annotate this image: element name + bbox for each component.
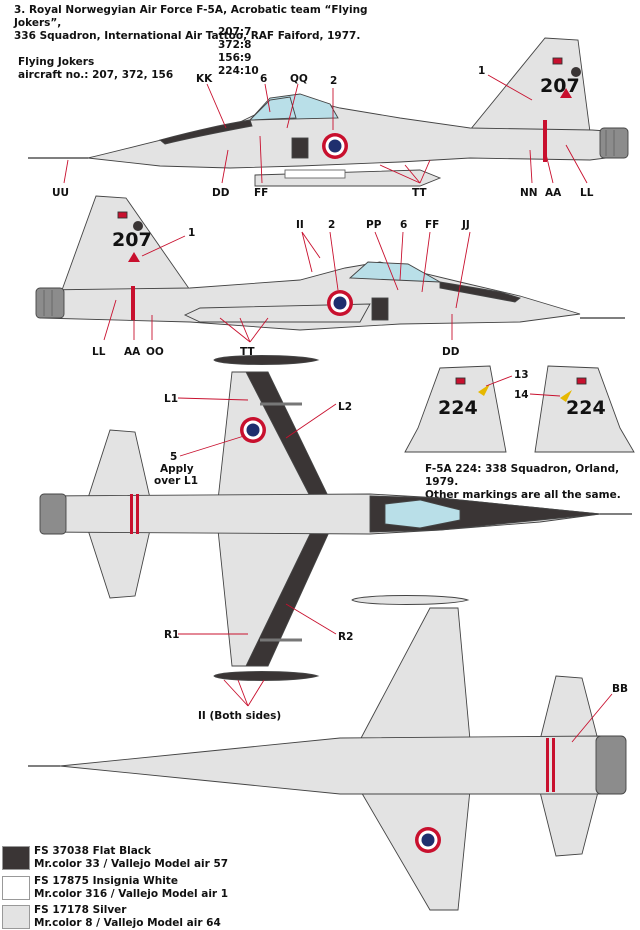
- callout-13: 13: [514, 369, 529, 381]
- bottom-view-callout-lines: [571, 693, 613, 743]
- swatch-silver: [2, 905, 30, 929]
- callout-aa: AA: [545, 187, 562, 199]
- callout-2: 2: [330, 75, 337, 87]
- callout-ff: FF: [254, 187, 268, 199]
- code-list-item: 372:8: [218, 39, 252, 51]
- callout-ii-both-sides: II (Both sides): [198, 710, 281, 722]
- code-list-item: 156:9: [218, 52, 252, 64]
- inset-caption: F-5A 224: 338 Squadron, Orland, 1979. Ot…: [425, 463, 635, 502]
- legend-mr: Mr.color 316 / Vallejo Model air 1: [34, 888, 229, 900]
- top-view: [39, 355, 632, 681]
- callout-ii: II: [296, 219, 304, 231]
- callout-l1: L1: [164, 393, 178, 405]
- legend-fs: FS 17875 Insignia White: [34, 875, 178, 887]
- header: 3. Royal Norwegyian Air Force F-5A, Acro…: [14, 4, 414, 43]
- legend-item: FS 17875 Insignia White Mr.color 316 / V…: [34, 875, 228, 901]
- tail-number-left: 207: [540, 75, 580, 97]
- callout-bb: BB: [612, 683, 628, 695]
- callout-6: 6: [400, 219, 407, 231]
- swatch-flat-black: [2, 846, 30, 870]
- header-line-2: 336 Squadron, International Air Tattoo, …: [14, 30, 361, 42]
- left-profile-callout-lines: [63, 74, 588, 184]
- jokers-info: Flying Jokers aircraft no.: 207, 372, 15…: [18, 56, 178, 82]
- roundel-icon: [415, 827, 441, 853]
- callout-oo: OO: [146, 346, 164, 358]
- callout-over-l1: over L1: [154, 475, 198, 487]
- inset-caption-line-2: Other markings are all the same.: [425, 489, 621, 501]
- callout-dd: DD: [212, 187, 230, 199]
- code-list-item: 224:10: [218, 65, 259, 77]
- callout-r2: R2: [338, 631, 353, 643]
- callout-aa: AA: [124, 346, 141, 358]
- roundel-icon: [240, 417, 266, 443]
- inset-tails: [404, 365, 635, 453]
- jokers-title: Flying Jokers: [18, 56, 95, 68]
- callout-6: 6: [260, 73, 267, 85]
- callout-r1: R1: [164, 629, 179, 641]
- legend-item: FS 17178 Silver Mr.color 8 / Vallejo Mod…: [34, 904, 221, 930]
- callout-14: 14: [514, 389, 529, 401]
- code-list-item: 207:7: [218, 26, 252, 38]
- callout-1: 1: [188, 227, 195, 239]
- callout-l2: L2: [338, 401, 352, 413]
- callout-pp: PP: [366, 219, 382, 231]
- jokers-aircraft: aircraft no.: 207, 372, 156: [18, 69, 174, 81]
- roundel-icon: [327, 290, 353, 316]
- callout-ll: LL: [92, 346, 106, 358]
- code-list: 207:7 372:8 156:9 224:10: [218, 26, 268, 78]
- inset-caption-line-1: F-5A 224: 338 Squadron, Orland, 1979.: [425, 463, 620, 488]
- callout-tt: TT: [412, 187, 427, 199]
- callout-uu: UU: [52, 187, 69, 199]
- legend-mr: Mr.color 8 / Vallejo Model air 64: [34, 917, 221, 929]
- legend-item: FS 37038 Flat Black Mr.color 33 / Vallej…: [34, 845, 228, 871]
- callout-1: 1: [478, 65, 485, 77]
- callout-tt: TT: [240, 346, 255, 358]
- right-profile-callout-lines: [103, 231, 471, 343]
- legend-fs: FS 17178 Silver: [34, 904, 127, 916]
- inset-number-right: 224: [566, 397, 606, 419]
- inset-callout-lines: [485, 375, 561, 397]
- left-side-profile: [28, 37, 629, 187]
- legend-fs: FS 37038 Flat Black: [34, 845, 152, 857]
- callout-nn: NN: [520, 187, 538, 199]
- callout-kk: KK: [196, 73, 213, 85]
- callout-qq: QQ: [290, 73, 308, 85]
- legend-mr: Mr.color 33 / Vallejo Model air 57: [34, 858, 229, 870]
- callout-dd: DD: [442, 346, 460, 358]
- bottom-view: [28, 595, 627, 911]
- callout-jj: JJ: [461, 219, 470, 231]
- header-line-1: 3. Royal Norwegyian Air Force F-5A, Acro…: [14, 4, 368, 29]
- callout-ff: FF: [425, 219, 439, 231]
- inset-number-left: 224: [438, 397, 478, 419]
- callout-5: 5: [170, 451, 177, 463]
- callout-ll: LL: [580, 187, 594, 199]
- roundel-icon: [322, 133, 348, 159]
- tail-number-right: 207: [112, 229, 152, 251]
- callout-2: 2: [328, 219, 335, 231]
- callout-apply: Apply: [160, 463, 194, 475]
- swatch-insignia-white: [2, 876, 30, 900]
- top-view-callout-lines: [177, 397, 337, 707]
